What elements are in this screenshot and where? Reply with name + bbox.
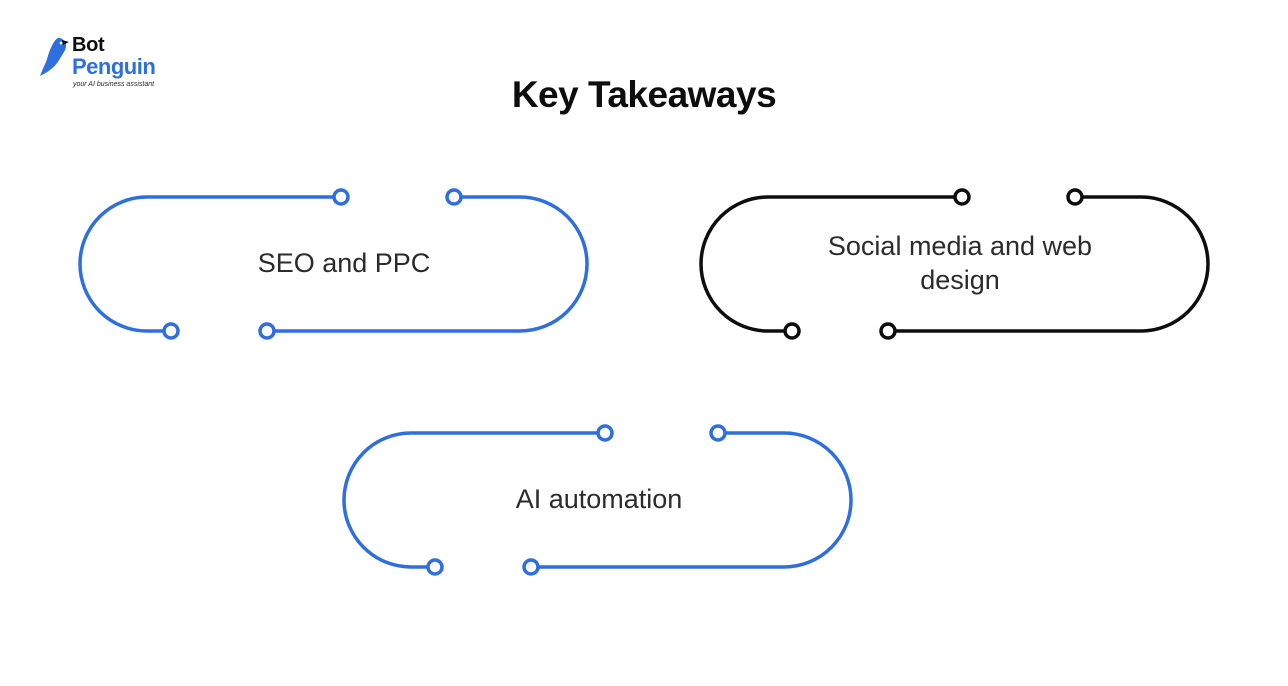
takeaway-card-social-web bbox=[699, 188, 1210, 340]
page-title: Key Takeaways bbox=[511, 74, 777, 115]
connector-dot bbox=[783, 322, 801, 340]
brand-logo: Bot Penguin your AI business assistant bbox=[38, 34, 178, 94]
brand-tagline: your AI business assistant bbox=[73, 81, 155, 88]
takeaway-label: Social media and web design bbox=[827, 231, 1093, 295]
connector-dot bbox=[445, 188, 463, 206]
card-outline-left bbox=[342, 431, 605, 569]
brand-name-line1: Bot bbox=[72, 34, 105, 56]
connector-dot bbox=[953, 188, 971, 206]
connector-dot bbox=[426, 558, 444, 576]
takeaway-card-ai-automation bbox=[342, 424, 853, 576]
card-outline-right bbox=[888, 195, 1210, 333]
connector-dot bbox=[522, 558, 540, 576]
card-outline-left bbox=[699, 195, 962, 333]
takeaway-label: SEO and PPC bbox=[257, 248, 431, 278]
takeaway-label: AI automation bbox=[515, 484, 683, 514]
connector-dot bbox=[709, 424, 727, 442]
connector-dot bbox=[596, 424, 614, 442]
penguin-icon bbox=[40, 37, 69, 76]
connector-dot bbox=[162, 322, 180, 340]
card-outline-left bbox=[78, 195, 341, 333]
connector-dot bbox=[879, 322, 897, 340]
connector-dot bbox=[332, 188, 350, 206]
card-outline-right bbox=[531, 431, 853, 569]
takeaway-card-seo-ppc bbox=[78, 188, 589, 340]
brand-name-line2: Penguin bbox=[72, 54, 156, 79]
connector-dot bbox=[1066, 188, 1084, 206]
card-outline-right bbox=[267, 195, 589, 333]
connector-dot bbox=[258, 322, 276, 340]
